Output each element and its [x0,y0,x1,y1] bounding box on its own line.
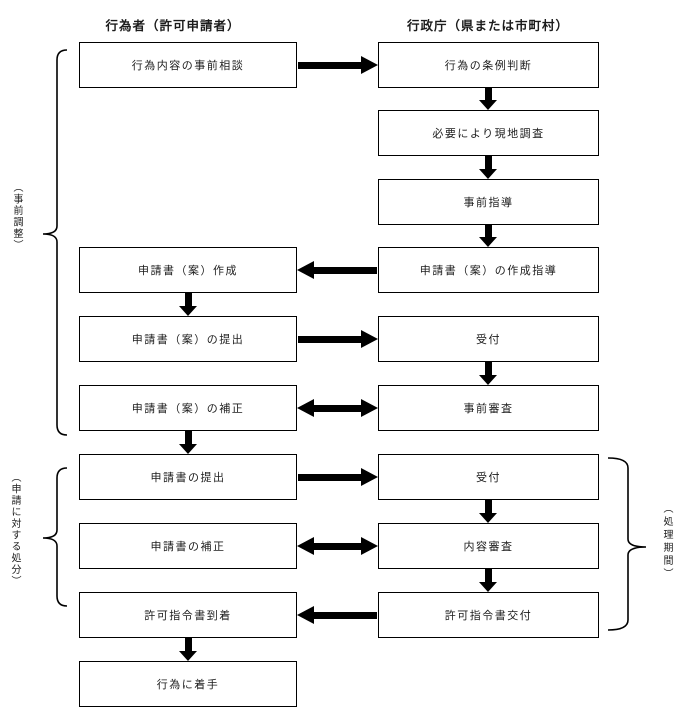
arrow-draft-submission-to-reception-icon [297,330,378,348]
box-application-submission: 申請書の提出 [79,454,297,500]
box-start-of-work: 行為に着手 [79,661,297,707]
box-application-correction: 申請書の補正 [79,523,297,569]
box-prior-guidance: 事前指導 [378,179,599,225]
brace-disposition [42,467,68,607]
arrow-judgment-to-survey-icon [479,87,497,110]
box-permit-arrival: 許可指令書到着 [79,592,297,638]
arrow-guidance-to-draft-guidance-icon [479,224,497,247]
box-draft-creation: 申請書（案）作成 [79,247,297,293]
box-draft-correction: 申請書（案）の補正 [79,385,297,431]
arrow-guidance-to-draft-creation-icon [297,261,378,279]
box-draft-guidance: 申請書（案）の作成指導 [378,247,599,293]
box-prior-review: 事前審査 [378,385,599,431]
box-permit-issuance: 許可指令書交付 [378,592,599,638]
arrow-correction-to-application-submission-icon [179,431,197,454]
side-label-pre-adjustment: （事前調整） [11,182,22,251]
box-draft-submission: 申請書（案）の提出 [79,316,297,362]
arrow-consultation-to-judgment-icon [297,56,378,74]
brace-pre-adjustment [42,49,68,436]
arrow-application-submission-to-reception-icon [297,468,378,486]
arrow-content-review-to-issuance-icon [479,569,497,592]
box-site-survey: 必要により現地調査 [378,110,599,156]
box-reception-1: 受付 [378,316,599,362]
arrow-permit-arrival-to-start-icon [179,638,197,661]
side-label-processing-period: （処理期間） [661,503,672,581]
side-label-disposition: （申請に対する処分） [9,472,20,587]
box-reception-2: 受付 [378,454,599,500]
box-ordinance-judgment: 行為の条例判断 [378,42,599,88]
column-header-applicant: 行為者（許可申請者） [105,19,241,33]
box-prior-consultation: 行為内容の事前相談 [79,42,297,88]
arrow-draft-correction-prior-review-icon [297,399,378,417]
arrow-reception-to-prior-review-icon [479,362,497,385]
arrow-reception-to-content-review-icon [479,500,497,523]
arrow-survey-to-guidance-icon [479,156,497,179]
arrow-draft-creation-to-submission-icon [179,293,197,316]
arrow-application-correction-content-review-icon [297,537,378,555]
arrow-permit-issuance-to-arrival-icon [297,606,378,624]
box-content-review: 内容審査 [378,523,599,569]
brace-processing-period [607,457,647,631]
column-header-agency: 行政庁（県または市町村） [406,19,570,33]
